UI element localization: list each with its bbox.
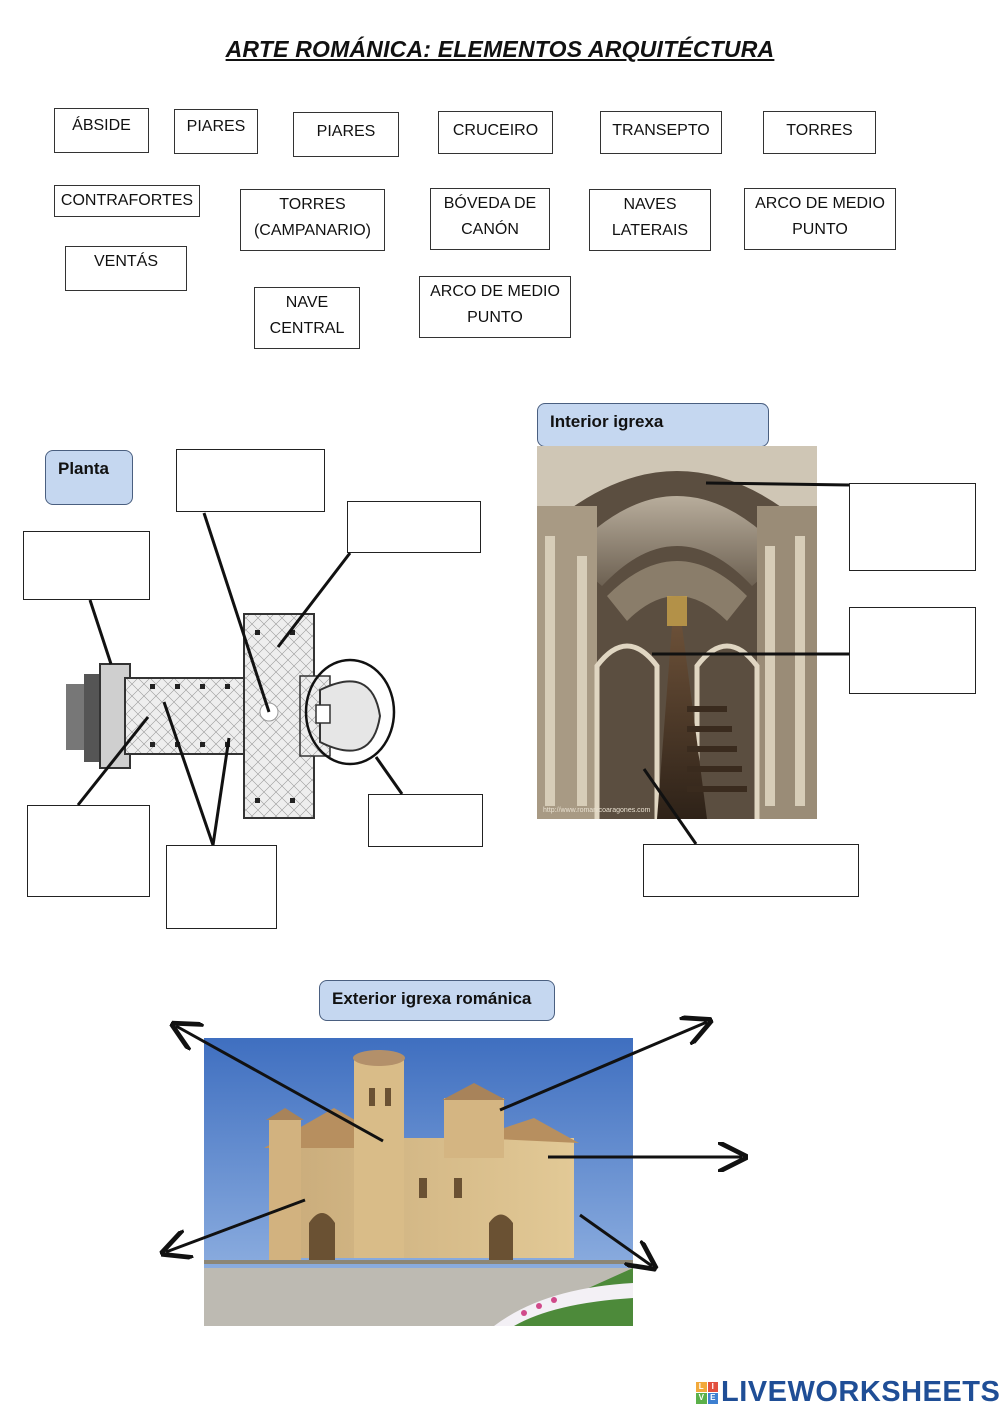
logo-text: LIVEWORKSHEETS bbox=[721, 1376, 1000, 1408]
word-card[interactable]: CRUCEIRO bbox=[438, 111, 553, 154]
exterior-label: Exterior igrexa románica bbox=[319, 980, 555, 1021]
word-card[interactable]: TORRES bbox=[763, 111, 876, 154]
interior-photo: http://www.romanicoaragones.com bbox=[537, 446, 817, 819]
worksheet-title: ARTE ROMÁNICA: ELEMENTOS ARQUITÉCTURA bbox=[225, 36, 775, 62]
answer-box-planta-2[interactable] bbox=[347, 501, 481, 553]
answer-box-planta-4[interactable] bbox=[368, 794, 483, 847]
word-card[interactable]: ÁBSIDE bbox=[54, 108, 149, 153]
exterior-photo bbox=[204, 1038, 633, 1326]
word-card[interactable]: VENTÁS bbox=[65, 246, 187, 291]
word-card[interactable]: PIARES bbox=[174, 109, 258, 154]
word-card[interactable]: CONTRAFORTES bbox=[54, 185, 200, 217]
answer-box-planta-6[interactable] bbox=[166, 845, 277, 929]
planta-label: Planta bbox=[45, 450, 133, 505]
answer-box-planta-1[interactable] bbox=[176, 449, 325, 512]
answer-box-interior-3[interactable] bbox=[643, 844, 859, 897]
floor-plan bbox=[66, 613, 396, 819]
photo-caption: http://www.romanicoaragones.com bbox=[543, 807, 651, 814]
interior-illustration: http://www.romanicoaragones.com bbox=[537, 446, 817, 819]
interior-label: Interior igrexa bbox=[537, 403, 769, 447]
answer-box-planta-5[interactable] bbox=[27, 805, 150, 897]
answer-box-planta-3[interactable] bbox=[23, 531, 150, 600]
logo-icon: L I V E bbox=[696, 1381, 718, 1404]
word-card[interactable]: TORRES(CAMPANARIO) bbox=[240, 189, 385, 251]
answer-box-interior-2[interactable] bbox=[849, 607, 976, 694]
word-card[interactable]: PIARES bbox=[293, 112, 399, 157]
exterior-illustration bbox=[204, 1038, 633, 1326]
word-card[interactable]: TRANSEPTO bbox=[600, 111, 722, 154]
answer-box-interior-1[interactable] bbox=[849, 483, 976, 571]
liveworksheets-logo: L I V E LIVEWORKSHEETS bbox=[696, 1376, 1000, 1409]
